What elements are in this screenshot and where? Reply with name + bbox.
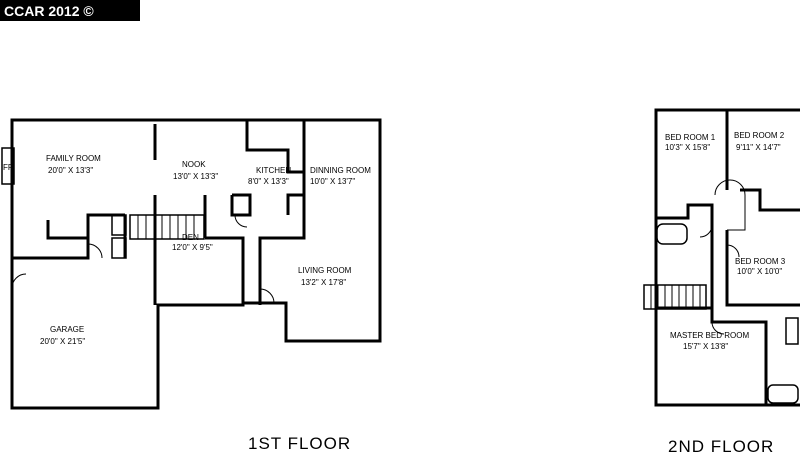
second-floor-stairs: [643, 284, 707, 310]
first-floor-label: 1ST FLOOR: [248, 434, 351, 453]
half-bath-sink: [111, 214, 127, 236]
fireplace-box: [1, 147, 15, 185]
room-name: DINNING ROOM: [310, 166, 371, 175]
room-name: DEN: [182, 233, 199, 242]
room-dims: 20'0" X 21'5": [40, 337, 85, 346]
room-name: BED ROOM 3: [735, 257, 786, 266]
second-floor-label: 2ND FLOOR: [668, 437, 774, 456]
watermark-text: CCAR 2012 ©: [4, 3, 94, 19]
room-name: LIVING ROOM: [298, 266, 352, 275]
room-name: MASTER BED ROOM: [670, 331, 749, 340]
room-dims: 13'2" X 17'8": [301, 278, 346, 287]
master-vanity: [785, 317, 799, 345]
second-floor-door-swings: [699, 224, 740, 335]
first-floor-door-swings: [11, 214, 275, 304]
room-name: FAMILY ROOM: [46, 154, 101, 163]
room-name: KITCHEN: [256, 166, 291, 175]
room-dims: 20'0" X 13'3": [48, 166, 93, 175]
first-floor-stairs: [129, 214, 205, 240]
half-bath-toilet: [111, 237, 127, 259]
room-name: GARAGE: [50, 325, 84, 334]
second-floor-interior-walls: [656, 110, 800, 405]
room-dims: 9'11" X 14'7": [736, 143, 781, 152]
copyright-watermark: CCAR 2012 ©: [0, 0, 140, 21]
master-bathtub: [767, 384, 799, 404]
second-floor-plan: BED ROOM 1 10'3" X 15'8" BED ROOM 2 9'11…: [643, 108, 800, 456]
room-dims: 10'0" X 10'0": [737, 267, 782, 276]
room-dims: 8'0" X 13'3": [248, 177, 289, 186]
room-name: NOOK: [182, 160, 206, 169]
first-floor-interior-walls: [12, 120, 306, 305]
room-dims: 10'0" X 13'7": [310, 177, 355, 186]
room-name: BED ROOM 2: [734, 131, 785, 140]
room-dims: 12'0" X 9'5": [172, 243, 213, 252]
room-dims: 13'0" X 13'3": [173, 172, 218, 181]
room-dims: 10'3" X 15'8": [665, 143, 710, 152]
bathtub: [656, 223, 688, 245]
hall-closet-arc: [714, 179, 746, 231]
first-floor-plan: FP FAMILY ROOM 20'0" X 13'3" NOOK 13'0" …: [1, 118, 382, 453]
fireplace-label: FP: [3, 163, 13, 172]
room-name: BED ROOM 1: [665, 133, 716, 142]
room-dims: 15'7" X 13'8": [683, 342, 728, 351]
